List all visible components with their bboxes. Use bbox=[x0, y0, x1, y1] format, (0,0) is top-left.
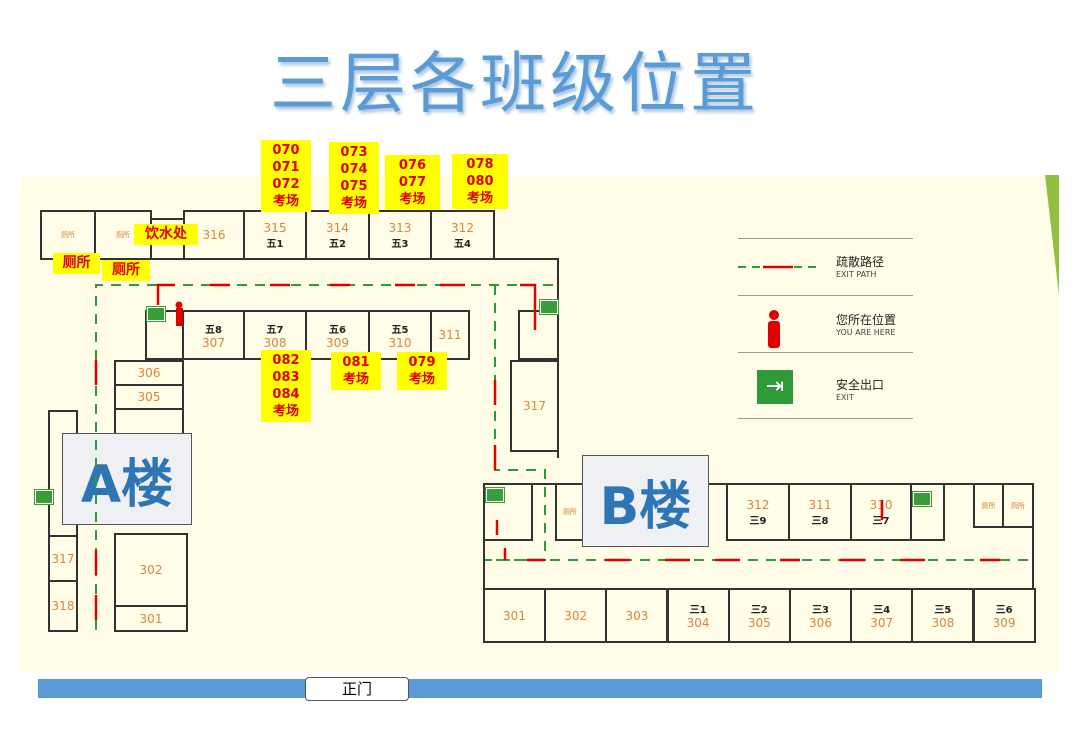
room-b-wc2: 厕所 bbox=[1002, 483, 1034, 528]
room-number: 306 bbox=[809, 616, 832, 630]
legend-divider bbox=[738, 418, 913, 419]
room-number: 305 bbox=[747, 616, 771, 630]
legend-divider bbox=[738, 238, 913, 239]
class-label: 三4 bbox=[873, 605, 891, 616]
room-a-311: 311 bbox=[430, 310, 470, 360]
page-title: 三层各班级位置 bbox=[270, 45, 760, 122]
room-b-303: 303 bbox=[605, 588, 669, 643]
note-wc: 厕所 bbox=[102, 260, 150, 281]
legend-divider bbox=[738, 352, 913, 353]
room-number: 309 bbox=[992, 616, 1016, 630]
room-number: 302 bbox=[564, 608, 588, 623]
room-number: 307 bbox=[870, 616, 894, 630]
exit-path-icon bbox=[738, 265, 818, 269]
main-gate-label: 正门 bbox=[305, 677, 409, 701]
class-label: 三1 bbox=[689, 605, 707, 616]
room-number: 301 bbox=[503, 608, 526, 623]
class-label: 三6 bbox=[995, 605, 1013, 616]
stairs-a-right bbox=[518, 310, 559, 360]
exit-sign-icon bbox=[539, 299, 559, 315]
front-street-bar bbox=[38, 679, 1042, 698]
class-label: 三3 bbox=[812, 605, 829, 616]
room-a-317-right: 317 bbox=[510, 360, 559, 452]
room-number: 303 bbox=[625, 608, 649, 623]
building-b-label: B楼 bbox=[582, 455, 709, 547]
decor-triangle bbox=[1045, 175, 1059, 295]
note-wc: 厕所 bbox=[53, 253, 100, 274]
room-a-301: 301 bbox=[114, 605, 188, 632]
you-are-here-icon bbox=[768, 310, 780, 348]
class-label: 三2 bbox=[750, 605, 768, 616]
room-number: 308 bbox=[931, 616, 955, 630]
class-label: 三5 bbox=[934, 605, 952, 616]
exit-icon: ⇥ bbox=[757, 370, 793, 404]
room-a-317: 317 bbox=[48, 535, 78, 582]
legend-divider bbox=[738, 295, 913, 296]
exit-sign-icon bbox=[146, 306, 166, 322]
exit-sign-icon bbox=[485, 487, 505, 503]
room-a-306: 306 bbox=[114, 360, 184, 386]
room-number: 304 bbox=[686, 616, 710, 630]
room-a-302: 302 bbox=[114, 533, 188, 607]
note-water: 饮水处 bbox=[134, 224, 198, 245]
wall bbox=[493, 258, 559, 260]
exit-sign-icon bbox=[34, 489, 54, 505]
exit-sign-icon bbox=[912, 491, 932, 507]
room-a-318: 318 bbox=[48, 580, 78, 632]
